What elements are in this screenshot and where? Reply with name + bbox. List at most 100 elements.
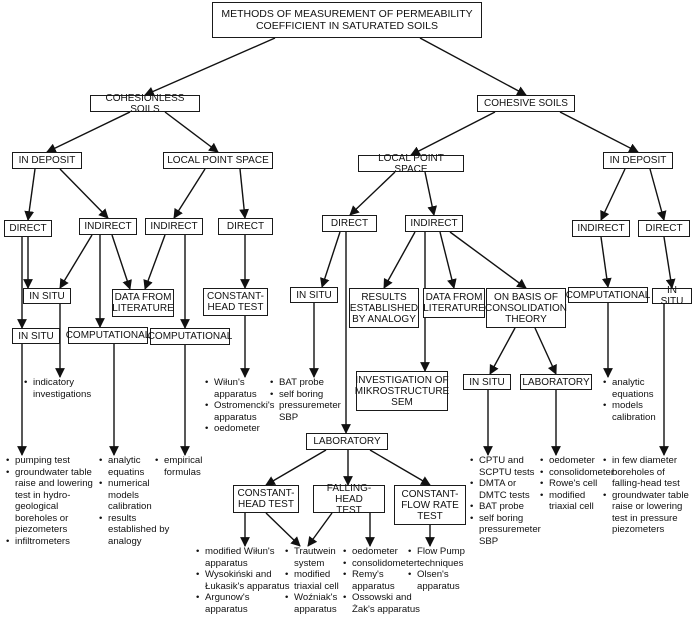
node-ch-mikrostructure-sem: INVESTIGATION OF MIKROSTRUCTURE SEM [355,371,449,411]
list-modified-wilun: modified Wiłun's apparatus Wysokiński an… [196,546,296,615]
node-cl-constant-head-test: CONSTANT- HEAD TEST [203,288,268,316]
node-cl-deposit-indirect: INDIRECT [79,218,137,235]
list-item: consolidometer [343,558,433,570]
diagram-title: METHODS OF MEASUREMENT OF PERMEABILITY C… [212,2,482,38]
list-analytic-equatins: analytic equatins numerical models calib… [99,455,191,547]
list-wilun-apparatus: Wiłun's apparatus Ostromencki's apparatu… [205,377,295,435]
list-oedometer-consolidometer: oedometer consolidometer Rowe's cell mod… [540,455,620,513]
list-item: DMTA or DMTC tests [470,478,550,501]
list-item: Olsen's apparatus [408,569,488,592]
list-item: oedometer [343,546,433,558]
connector-arrow [369,449,431,486]
node-ch-deposit-indirect: INDIRECT [572,220,630,237]
connector-arrow [111,234,132,290]
connector-arrow [419,37,527,96]
list-item: groundwater table raise and lowering tes… [6,467,110,536]
node-ch-in-deposit: IN DEPOSIT [603,152,673,169]
connector-arrow [144,37,276,96]
node-cohesionless-soils: COHESIONLESS SOILS [90,93,200,115]
list-item: oedometer [205,423,295,435]
list-item: analytic equatins [99,455,191,478]
node-ch-lp-direct: DIRECT [322,215,377,232]
list-item: Remy's apparatus [343,569,433,592]
node-ch-results-by-analogy: RESULTS ESTABLISHED BY ANALOGY [349,288,419,328]
list-bat-probe: BAT probe self boring pressuremeter SBP [270,377,350,423]
node-cl-lp-indirect: INDIRECT [145,218,203,235]
node-cl-in-situ-lower: IN SITU [12,328,60,344]
list-item: empirical formulas [155,455,225,478]
node-ch-consolidation-theory: ON BASIS OF CONSOLIDATION THEORY [485,288,567,328]
connector-arrow [164,111,219,153]
connector-arrow [24,168,36,221]
list-item: Flow Pump techniques [408,546,488,569]
node-ch-consolidation-in-situ: IN SITU [463,374,511,390]
node-ch-local-point-space: LOCAL POINT SPACE [358,153,464,175]
list-item: Ossowski and Żak's apparatus [343,592,433,615]
list-item: modified Wiłun's apparatus [196,546,296,569]
connector-arrow [265,449,327,486]
list-indicatory-investigations: indicatory investigations [24,377,124,400]
list-analytic-equations: analytic equations models calibration [603,377,683,423]
list-pumping-test: pumping test groundwater table raise and… [6,455,110,547]
node-cl-lp-direct: DIRECT [218,218,273,235]
connector-arrows [17,37,676,547]
list-oedometer-remy: oedometer consolidometer Remy's apparatu… [343,546,433,615]
list-item: Ostromencki's apparatus [205,400,295,423]
node-lab-constant-flow-rate-test: CONSTANT- FLOW RATE TEST [394,485,466,525]
node-cl-computational-b: COMPUTATIONAL [148,328,232,345]
connector-arrow [600,236,612,288]
list-item: consolidometer [540,467,620,479]
connector-arrow [265,512,301,547]
connector-arrow [383,231,416,289]
list-item: pumping test [6,455,110,467]
list-item: BAT probe [270,377,350,389]
connector-arrow [307,512,333,547]
list-item: in few diameter boreholes of falling-hea… [603,455,699,490]
list-item: Rowe's cell [540,478,620,490]
list-empirical-formulas: empirical formulas [155,455,225,478]
connector-arrow [439,231,457,289]
node-ch-lp-indirect: INDIRECT [405,215,463,232]
list-item: models calibration [603,400,683,423]
list-item: Trautwein system [285,546,355,569]
node-ch-deposit-direct: DIRECT [638,220,690,237]
connector-arrow [600,168,626,221]
connector-arrow [449,231,527,289]
connector-arrow [559,111,639,153]
list-item: Argunow's apparatus [196,592,296,615]
node-cl-in-deposit: IN DEPOSIT [12,152,82,169]
list-flow-pump: Flow Pump techniques Olsen's apparatus [408,546,488,592]
list-item: modified triaxial cell [540,490,620,513]
list-item: Wiłun's apparatus [205,377,295,400]
node-cl-data-from-literature: DATA FROM LITERATURE [112,289,174,317]
connector-arrow [59,168,109,219]
connector-arrow [534,327,557,375]
connector-arrow [143,234,166,290]
list-trautwein-system: Trautwein system modified triaxial cell … [285,546,355,615]
list-item: CPTU and SCPTU tests [470,455,550,478]
connector-arrow [173,168,206,219]
node-ch-in-situ: IN SITU [290,287,338,303]
node-cl-deposit-direct: DIRECT [4,220,52,237]
list-item: self boring pressuremeter SBP [270,389,350,424]
list-item: Woźniak's apparatus [285,592,355,615]
node-cohesive-soils: COHESIVE SOILS [477,95,575,112]
list-item: modified triaxial cell [285,569,355,592]
connector-arrow [59,234,93,289]
list-item: results established by analogy [99,513,191,548]
connector-arrow [424,171,437,216]
node-ch-deposit-in-situ: IN SITU [652,285,692,307]
node-cl-local-point-space: LOCAL POINT SPACE [163,152,273,169]
list-item: BAT probe [470,501,550,513]
connector-arrow [320,231,341,288]
connector-arrow [410,111,496,156]
node-laboratory: LABORATORY [306,433,388,450]
connector-arrow [46,111,131,153]
list-item: self boring pressuremeter SBP [470,513,550,548]
connector-arrow [489,327,516,375]
node-lab-constant-head-test: CONSTANT- HEAD TEST [233,485,299,513]
connector-arrow [663,236,676,289]
node-ch-consolidation-laboratory: LABORATORY [520,374,592,390]
list-item: numerical models calibration [99,478,191,513]
